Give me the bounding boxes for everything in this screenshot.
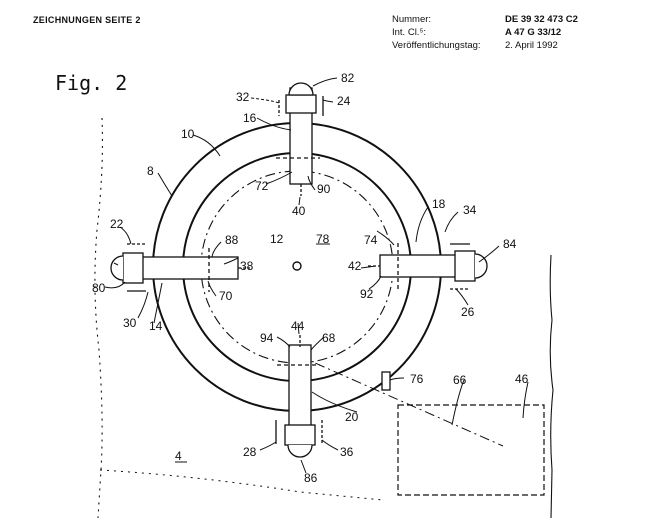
holder-76 [382,372,390,390]
ref-90: 90 [317,182,331,196]
ref-18: 18 [432,197,446,211]
ref-74: 74 [364,233,378,247]
ref-38: 38 [240,259,254,273]
ref-26: 26 [461,305,475,319]
dashed-box-46 [398,405,544,495]
top-bracket-assembly [276,83,323,196]
ref-78: 78 [316,232,330,246]
ref-88: 88 [225,233,239,247]
ref-32: 32 [236,90,250,104]
left-bracket-assembly [111,244,250,292]
ref-46: 46 [515,372,529,386]
ref-20: 20 [345,410,359,424]
ref-72: 72 [255,179,269,193]
ref-14: 14 [149,319,163,333]
ref-86: 86 [304,471,318,485]
right-bracket-assembly [368,243,487,289]
ref-24: 24 [337,94,351,108]
ref-68: 68 [322,331,336,345]
lower-boundary-line [100,470,383,500]
ref-16: 16 [243,111,257,125]
bottom-bracket-assembly [276,335,322,457]
ref-34: 34 [463,203,477,217]
ref-92: 92 [360,287,374,301]
ref-12: 12 [270,232,284,246]
right-boundary-line [550,255,553,518]
ref-82: 82 [341,71,355,85]
ref-80: 80 [92,281,106,295]
ref-22: 22 [110,217,124,231]
ref-28: 28 [243,445,257,459]
figure-title: Fig. 2 [55,71,127,95]
ref-76: 76 [410,372,424,386]
ref-84: 84 [503,237,517,251]
ref-42: 42 [348,259,362,273]
ref-94: 94 [260,331,274,345]
ref-40: 40 [292,204,306,218]
ref-44: 44 [291,319,305,333]
ref-30: 30 [123,316,137,330]
left-boundary-line [95,118,103,518]
ref-4: 4 [175,449,182,463]
ref-8: 8 [147,164,154,178]
ref-66: 66 [453,373,467,387]
center-pivot-point [293,262,301,270]
ref-10: 10 [181,127,195,141]
ref-36: 36 [340,445,354,459]
ref-70: 70 [219,289,233,303]
